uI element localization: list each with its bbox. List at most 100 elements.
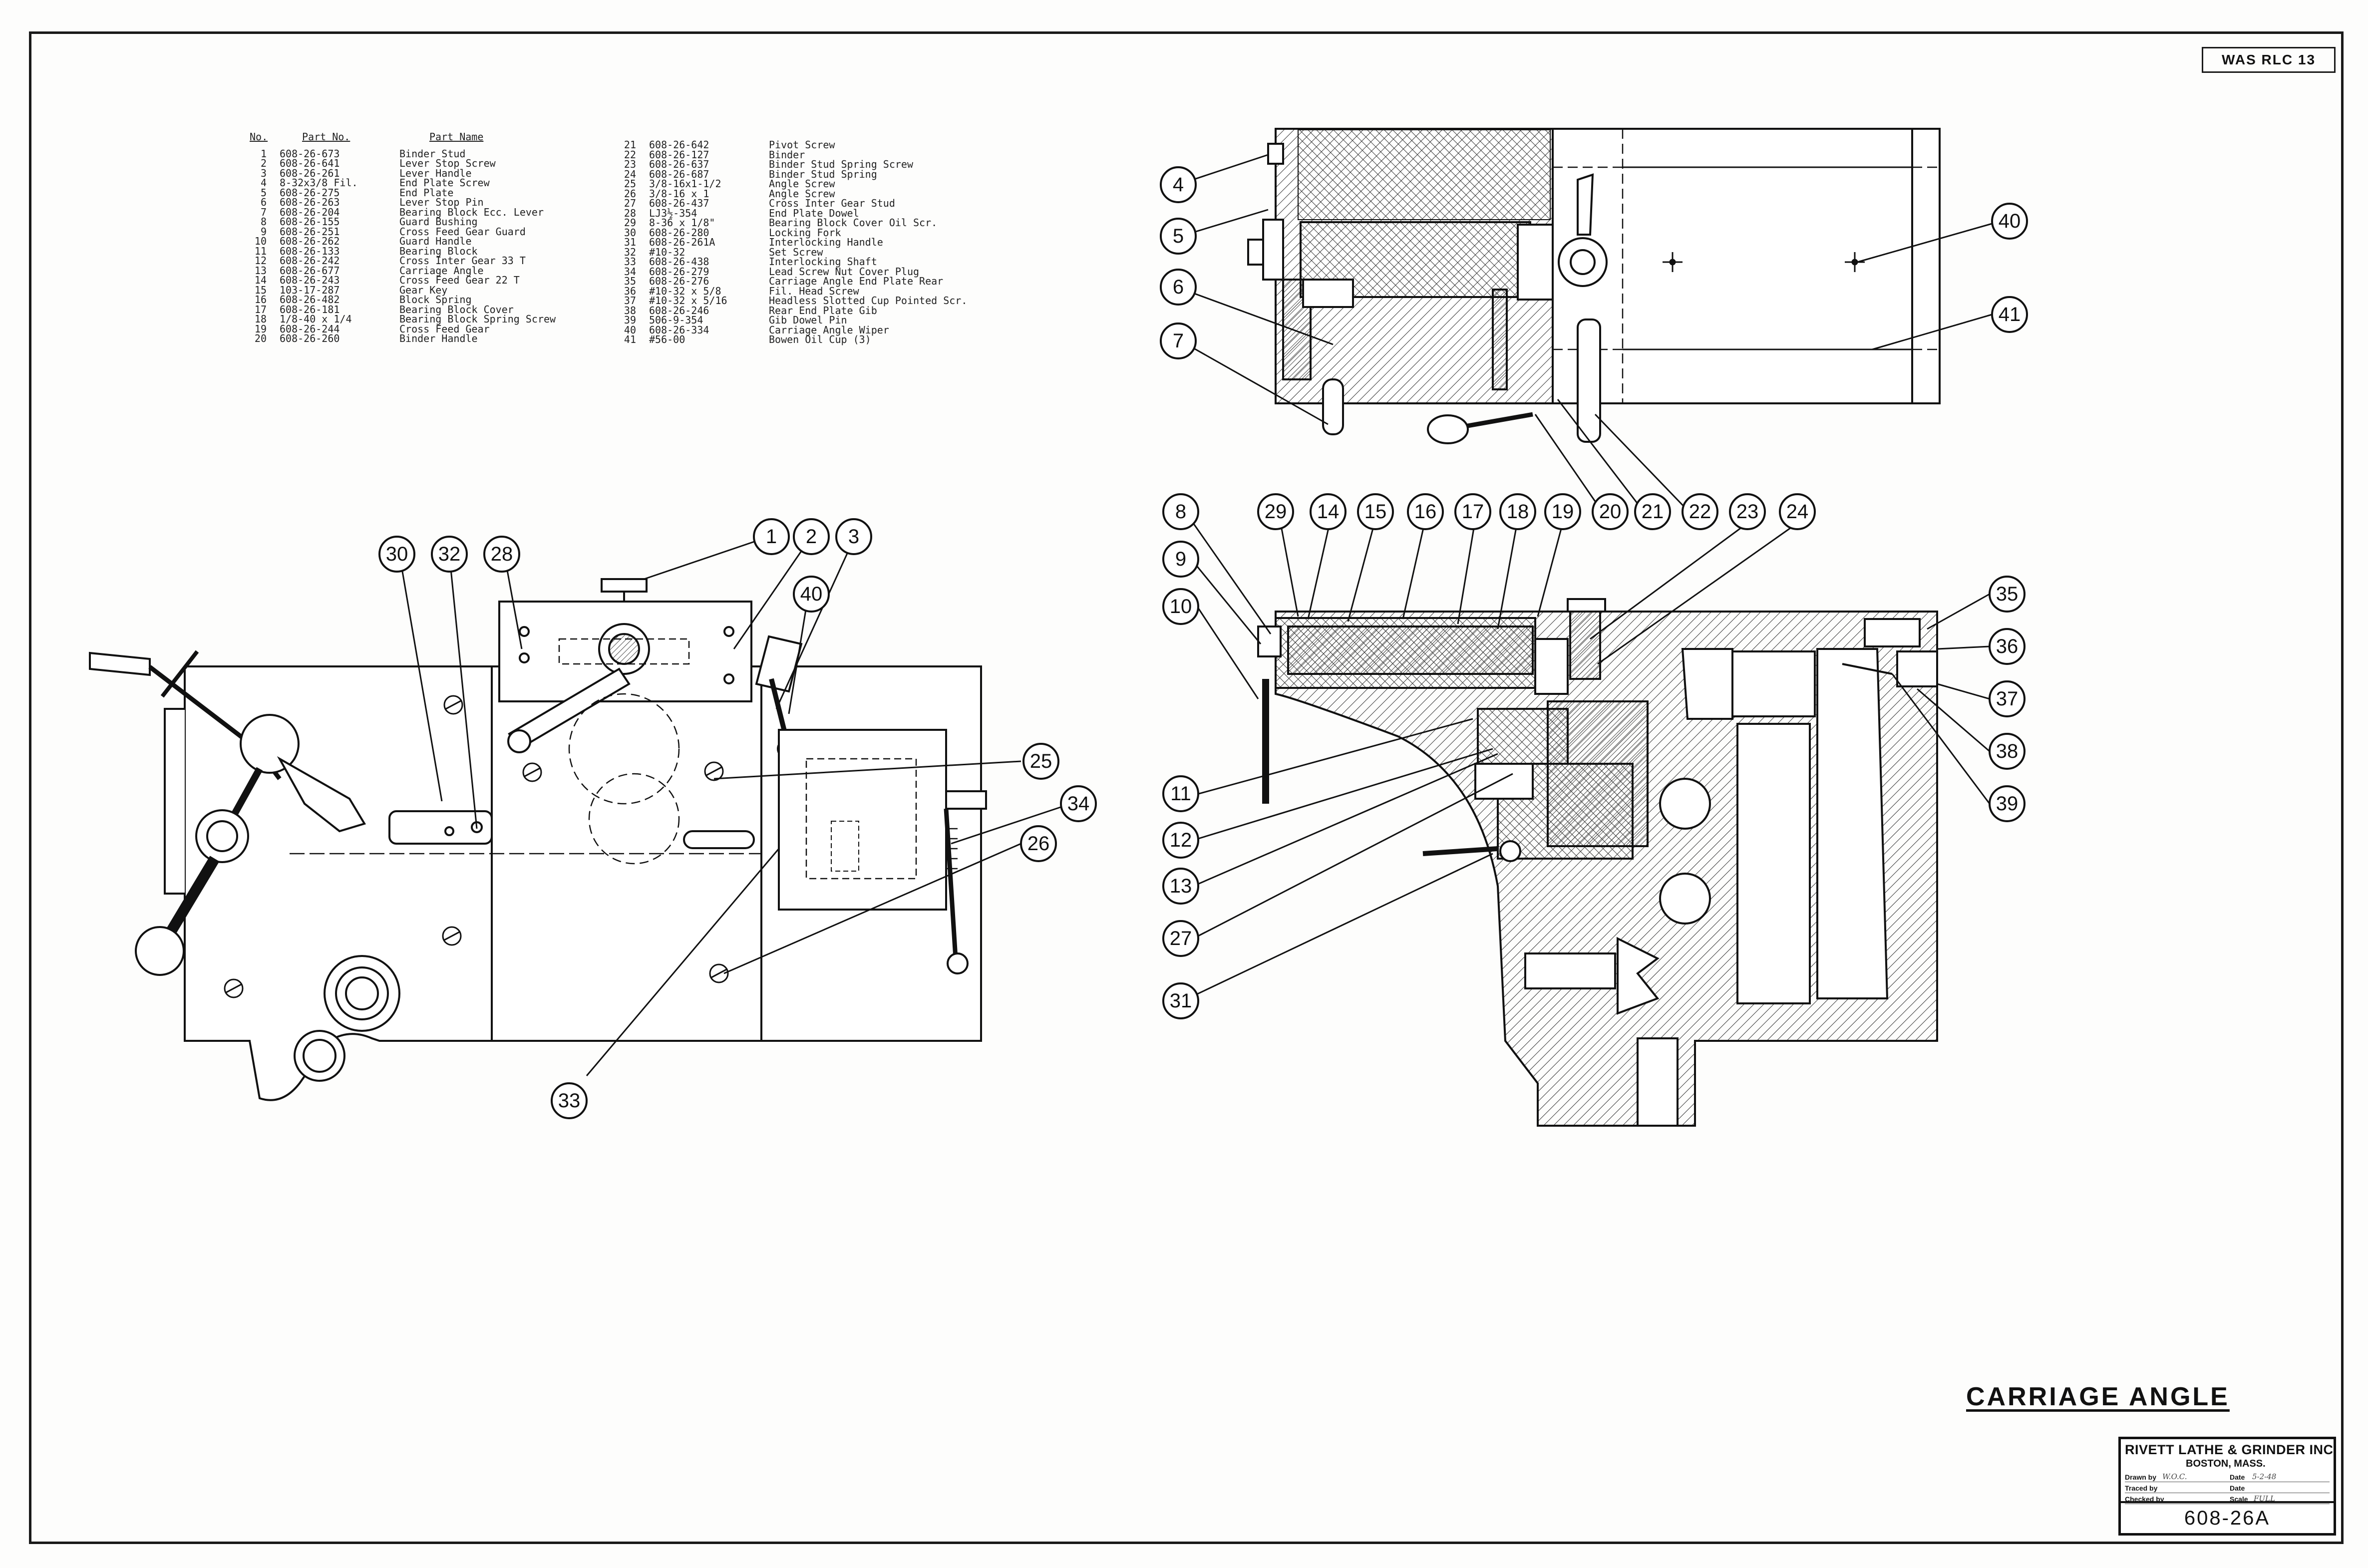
part-number: 608-26-437 xyxy=(649,197,709,209)
part-number-index: 40 xyxy=(624,323,636,336)
part-number: 608-26-251 xyxy=(280,225,340,238)
part-name: Cross Inter Gear 33 T xyxy=(399,255,526,267)
drawn-by-row: Drawn by W.O.C. Date 5-2-48 xyxy=(2125,1472,2330,1482)
callout-15: 15 xyxy=(1357,493,1394,530)
parts-list-header: No. Part No. Part Name xyxy=(250,132,609,142)
part-number: 608-26-261A xyxy=(649,236,715,248)
part-number-index: 4 xyxy=(260,177,267,189)
callout-33: 33 xyxy=(551,1082,588,1119)
part-number-index: 16 xyxy=(254,294,267,306)
callout-24: 24 xyxy=(1779,493,1816,530)
callout-12: 12 xyxy=(1162,822,1199,859)
part-number-index: 20 xyxy=(254,332,267,344)
callout-23: 23 xyxy=(1729,493,1766,530)
company-city: BOSTON, MASS. xyxy=(2186,1458,2266,1469)
svg-text:15: 15 xyxy=(1364,501,1387,523)
svg-text:17: 17 xyxy=(1462,501,1484,523)
part-number: 608-26-181 xyxy=(280,303,340,315)
part-number: 608-26-246 xyxy=(649,304,709,316)
svg-text:4: 4 xyxy=(1173,174,1184,196)
part-number-index: 17 xyxy=(254,303,267,315)
part-number-index: 30 xyxy=(624,226,636,239)
part-number: 608-26-279 xyxy=(649,265,709,278)
part-name: End Plate Screw xyxy=(399,177,490,189)
part-number-index: 14 xyxy=(254,274,267,286)
part-number-index: 7 xyxy=(260,206,267,218)
svg-text:14: 14 xyxy=(1317,501,1340,523)
svg-text:39: 39 xyxy=(1996,793,2019,815)
svg-text:19: 19 xyxy=(1552,501,1574,523)
part-name: Carriage Angle End Plate Rear xyxy=(769,275,944,287)
part-number: 608-26-260 xyxy=(280,332,340,344)
part-number: 608-26-127 xyxy=(649,148,709,161)
callout-14: 14 xyxy=(1310,493,1347,530)
drawing-border xyxy=(29,31,2344,1544)
svg-text:23: 23 xyxy=(1736,501,1759,523)
header-part-no: Part No. xyxy=(302,131,350,143)
svg-text:9: 9 xyxy=(1175,548,1186,570)
svg-text:8: 8 xyxy=(1175,501,1186,523)
part-number: #10-32 x 5/8 xyxy=(649,285,721,297)
drawn-by-value: W.O.C. xyxy=(2162,1472,2187,1481)
svg-text:5: 5 xyxy=(1173,225,1184,247)
callout-13: 13 xyxy=(1162,868,1199,905)
callout-22: 22 xyxy=(1682,493,1718,530)
part-name: Locking Fork xyxy=(769,226,841,239)
callout-40-top: 40 xyxy=(1991,203,2028,240)
part-number: 608-26-438 xyxy=(649,256,709,268)
callout-32: 32 xyxy=(431,536,468,573)
callout-10: 10 xyxy=(1162,588,1199,625)
callout-27: 27 xyxy=(1162,920,1199,957)
svg-text:2: 2 xyxy=(806,526,817,548)
callout-19: 19 xyxy=(1544,493,1581,530)
part-name: Interlocking Handle xyxy=(769,236,883,248)
svg-text:34: 34 xyxy=(1067,793,1090,815)
part-name: Fil. Head Screw xyxy=(769,285,859,297)
svg-text:16: 16 xyxy=(1414,501,1437,523)
part-name: Headless Slotted Cup Pointed Scr. xyxy=(769,295,968,307)
callout-1: 1 xyxy=(753,518,790,555)
callout-40-front: 40 xyxy=(793,576,830,613)
drawn-date-value: 5-2-48 xyxy=(2252,1472,2277,1481)
part-number: 608-26-263 xyxy=(280,196,340,208)
part-number-index: 15 xyxy=(254,284,267,296)
part-number: #10-32 xyxy=(649,246,685,258)
svg-text:40: 40 xyxy=(1999,210,2021,232)
svg-text:27: 27 xyxy=(1170,928,1192,949)
svg-text:30: 30 xyxy=(386,543,408,565)
part-number: 608-26-637 xyxy=(649,158,709,170)
part-number: #10-32 x 5/16 xyxy=(649,295,727,307)
top-view xyxy=(1247,128,1941,444)
part-name: Bowen Oil Cup (3) xyxy=(769,333,871,345)
part-name: End Plate Dowel xyxy=(769,207,859,219)
part-number: 608-26-677 xyxy=(280,264,340,277)
svg-text:13: 13 xyxy=(1170,875,1192,897)
svg-text:10: 10 xyxy=(1170,596,1192,618)
company-name: RIVETT LATHE & GRINDER INC xyxy=(2125,1442,2334,1457)
part-number-index: 19 xyxy=(254,322,267,335)
svg-text:41: 41 xyxy=(1999,304,2021,325)
callout-11: 11 xyxy=(1162,775,1199,812)
part-number-index: 41 xyxy=(624,333,636,345)
part-name: Lever Stop Screw xyxy=(399,157,496,169)
header-part-name: Part Name xyxy=(429,131,484,143)
part-number-index: 33 xyxy=(624,256,636,268)
part-name: Cross Feed Gear 22 T xyxy=(399,274,520,286)
part-name: Binder Handle xyxy=(399,332,478,344)
part-name: Rear End Plate Gib xyxy=(769,304,877,316)
part-number-index: 22 xyxy=(624,148,636,161)
callout-3: 3 xyxy=(835,518,872,555)
part-number-index: 13 xyxy=(254,264,267,277)
